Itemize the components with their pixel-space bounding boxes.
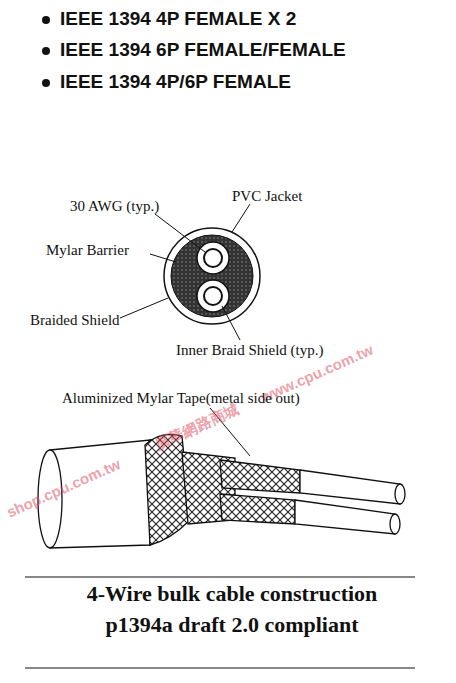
part-label: Mylar Barrier (46, 242, 129, 259)
caption-line: p1394a draft 2.0 compliant (106, 612, 359, 638)
cross-section (164, 228, 260, 324)
watermark: 廣華網路商城 (152, 400, 242, 454)
leader-lines (120, 204, 250, 456)
bullet (42, 79, 50, 87)
part-label: Aluminized Mylar Tape(metal side out) (62, 390, 300, 407)
spec-line: IEEE 1394 6P FEMALE/FEMALE (60, 39, 346, 61)
part-label: PVC Jacket (232, 188, 302, 205)
rule (25, 576, 415, 577)
cable-side-view (38, 434, 405, 548)
bullet (42, 16, 50, 24)
part-label: Inner Braid Shield (typ.) (176, 342, 323, 359)
spec-line: IEEE 1394 4P/6P FEMALE (60, 71, 291, 93)
bullet (42, 47, 50, 55)
spec-line: IEEE 1394 4P FEMALE X 2 (60, 8, 296, 30)
part-label: Braided Shield (30, 312, 120, 329)
caption-line: 4-Wire bulk cable construction (87, 581, 378, 607)
rule (25, 667, 415, 668)
part-label: 30 AWG (typ.) (70, 198, 159, 215)
